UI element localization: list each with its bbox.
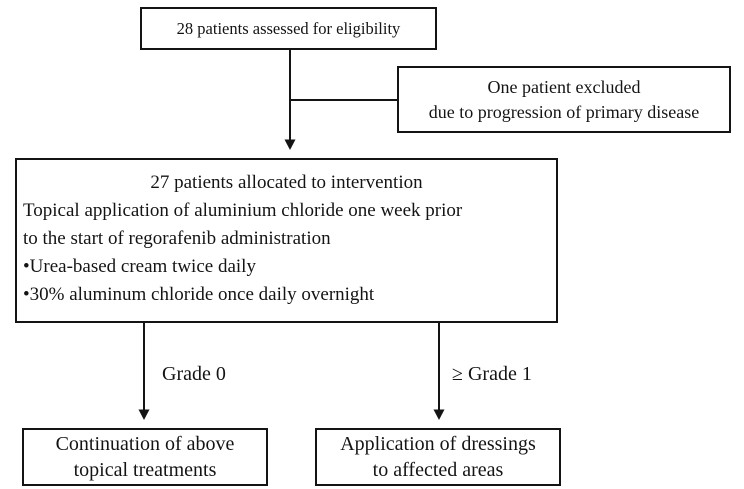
intervention-bullet1: •Urea-based cream twice daily	[23, 256, 256, 277]
grade1-branch-label: ≥ Grade 1	[452, 363, 532, 385]
intervention-title: 27 patients allocated to intervention	[150, 172, 423, 193]
intervention-box: 27 patients allocated to intervention To…	[15, 158, 558, 323]
dressings-line2: to affected areas	[372, 459, 504, 481]
intervention-body-line1: Topical application of aluminium chlorid…	[23, 200, 463, 221]
grade0-branch-label: Grade 0	[162, 363, 226, 385]
dressings-box: Application of dressings to affected are…	[315, 428, 561, 486]
continuation-line1: Continuation of above	[55, 433, 235, 455]
intervention-bullet2: •30% aluminum chloride once daily overni…	[23, 284, 375, 305]
continuation-box: Continuation of above topical treatments	[22, 428, 268, 486]
exclusion-box: One patient excluded due to progression …	[397, 66, 731, 133]
exclusion-line1: One patient excluded	[487, 76, 641, 97]
eligibility-box: 28 patients assessed for eligibility	[140, 7, 437, 50]
exclusion-line2: due to progression of primary disease	[428, 101, 700, 122]
continuation-line2: topical treatments	[73, 459, 217, 481]
eligibility-text: 28 patients assessed for eligibility	[176, 18, 401, 38]
intervention-body-line2: to the start of regorafenib administrati…	[23, 228, 331, 249]
dressings-line1: Application of dressings	[340, 433, 536, 455]
